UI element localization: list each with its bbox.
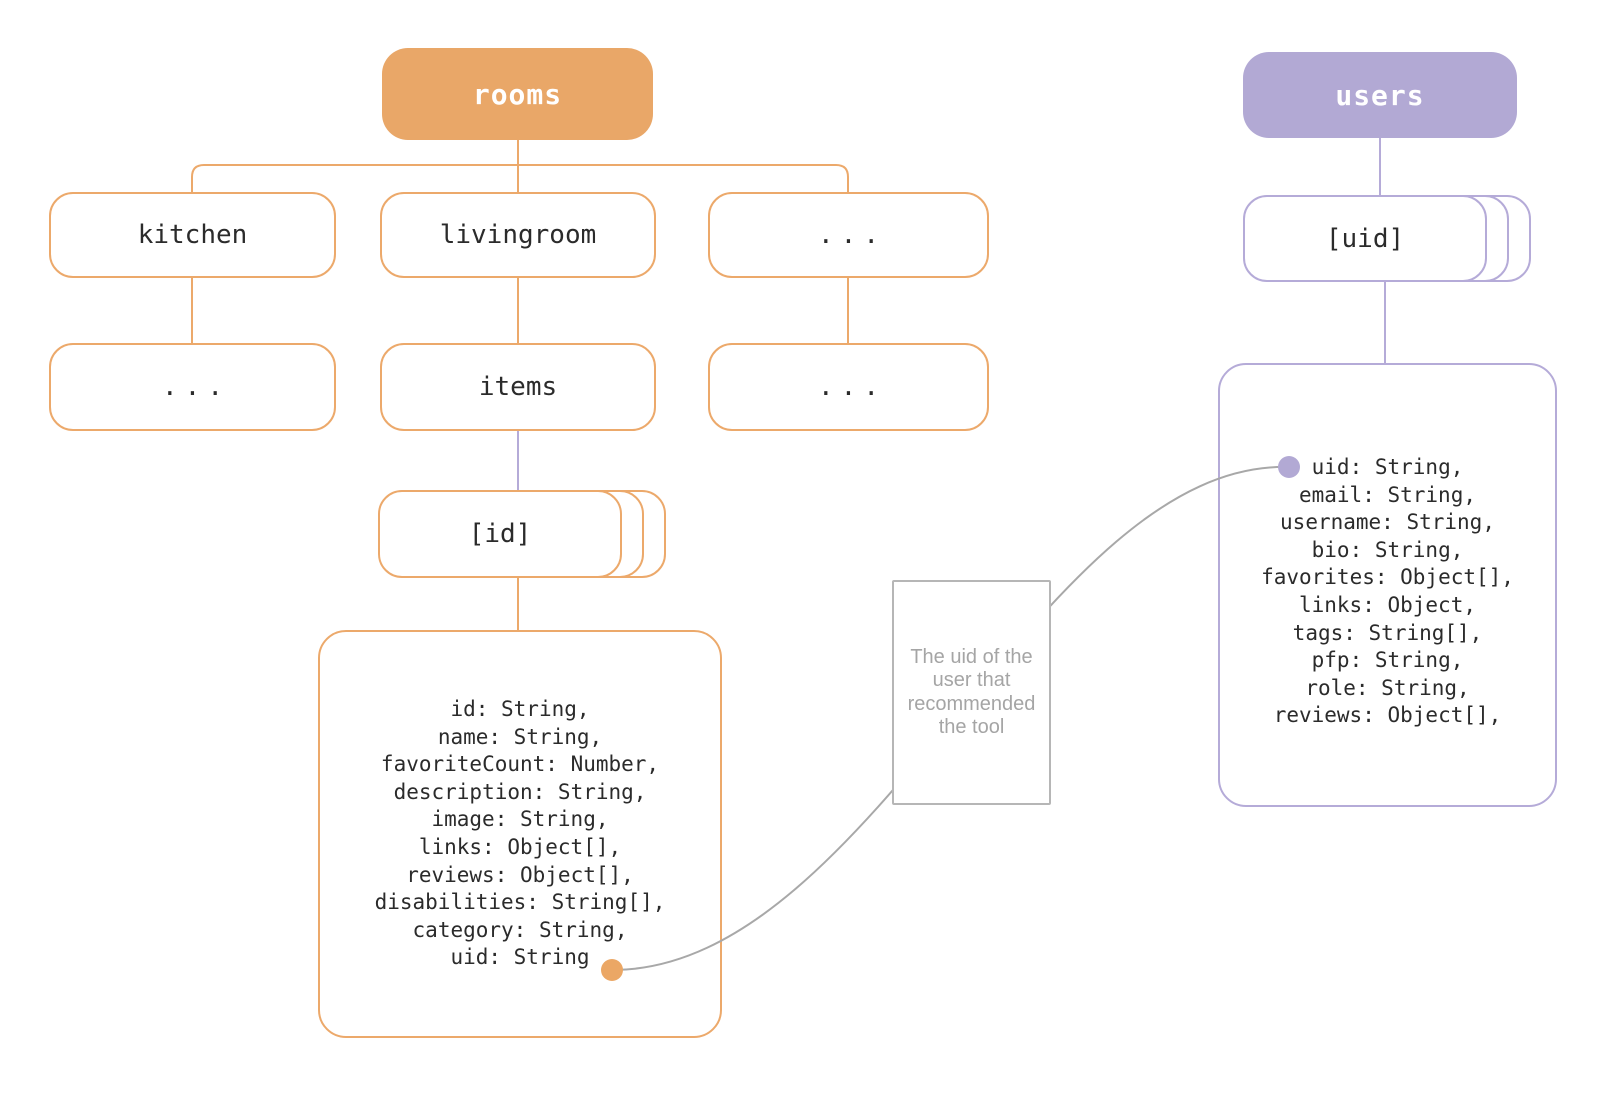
note-text-line: user that [932, 669, 1011, 691]
rooms-more-child-node: ... [708, 343, 989, 431]
users-root-node: users [1243, 52, 1517, 138]
room-field-line: reviews: Object[], [406, 862, 634, 887]
rooms-more-label: ... [818, 220, 886, 250]
id-node: [id] [378, 490, 622, 578]
kitchen-more-node: ... [49, 343, 336, 431]
id-label: [id] [468, 519, 532, 549]
items-node: items [380, 343, 656, 431]
user-field-line: pfp: String, [1311, 648, 1464, 673]
user-field-line: links: Object, [1298, 593, 1476, 617]
user-field-line: uid: String, [1311, 455, 1464, 480]
room-field-line: image: String, [431, 807, 609, 832]
room-field-line: disabilities: String[], [374, 890, 666, 915]
note-text-line: the tool [938, 716, 1005, 738]
room-item-fields-box: id: String, name: String, favoriteCount:… [318, 630, 722, 1038]
note-text-line: The uid of the [910, 645, 1033, 668]
rooms-root-node: rooms [382, 48, 653, 140]
user-field-line: favorites: Object[], [1261, 565, 1514, 590]
room-field-line: description: String, [393, 779, 647, 804]
room-field-line: category: String, [412, 917, 628, 942]
kitchen-label: kitchen [137, 220, 248, 250]
note-box: The uid of the user that recommended the… [892, 580, 1051, 805]
kitchen-more-label: ... [162, 372, 230, 402]
items-label: items [478, 372, 558, 402]
user-fields-box: uid: String, email: String, username: St… [1218, 363, 1557, 807]
livingroom-label: livingroom [439, 220, 597, 250]
rooms-branch-connector [191, 164, 849, 192]
livingroom-node: livingroom [380, 192, 656, 278]
user-field-line: tags: String[], [1292, 620, 1483, 645]
note-text-line: recommended [907, 692, 1036, 715]
uid-label: [uid] [1325, 223, 1405, 254]
room-field-line: links: Object[], [418, 835, 622, 859]
rooms-root-label: rooms [472, 77, 563, 111]
room-field-line: id: String, [450, 697, 590, 722]
user-field-line: role: String, [1305, 675, 1470, 700]
rooms-more-node: ... [708, 192, 989, 278]
uid-node: [uid] [1243, 195, 1487, 282]
kitchen-node: kitchen [49, 192, 336, 278]
room-field-line: name: String, [437, 724, 603, 749]
user-field-line: bio: String, [1311, 537, 1464, 562]
users-root-label: users [1335, 78, 1425, 112]
rooms-more-child-label: ... [818, 372, 886, 402]
room-field-line: uid: String [450, 945, 590, 970]
user-field-line: email: String, [1298, 482, 1476, 507]
room-field-line: favoriteCount: Number, [380, 752, 660, 777]
user-field-line: username: String, [1280, 510, 1495, 535]
user-field-line: reviews: Object[], [1273, 703, 1502, 728]
